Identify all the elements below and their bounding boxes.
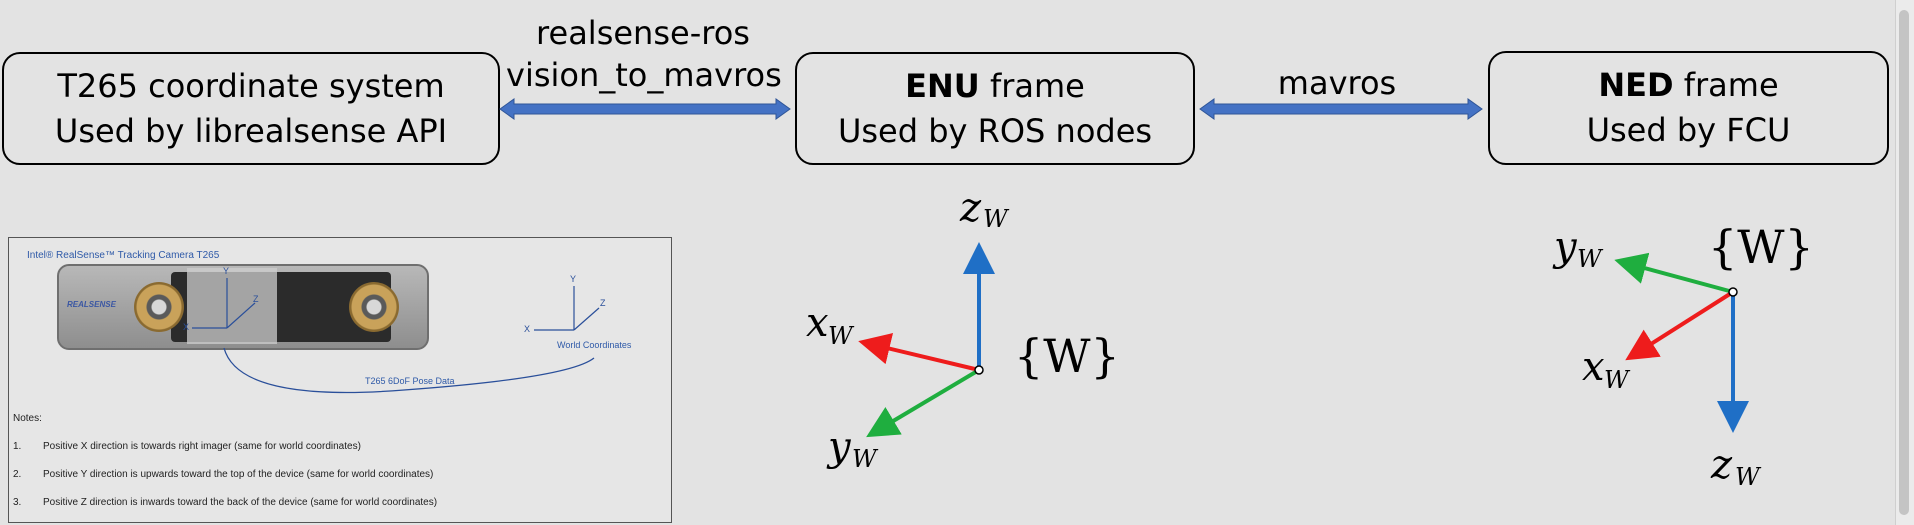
ned-x-sub: W: [1604, 366, 1631, 394]
enu-box-subtitle: Used by ROS nodes: [837, 111, 1153, 150]
world-coordinates-label: World Coordinates: [557, 340, 632, 350]
ned-origin: [1728, 287, 1738, 297]
enu-x-label: x: [806, 300, 829, 346]
pose-data-label: T265 6DoF Pose Data: [365, 376, 455, 386]
t265-box-subtitle: Used by librealsense API: [54, 111, 448, 150]
realsense-logo: REALSENSE: [67, 300, 116, 309]
note-item: 3. Positive Z direction is inwards toward…: [13, 497, 437, 508]
left-connector-line1: realsense-ros: [536, 14, 750, 52]
note-number: 3.: [13, 497, 22, 508]
reference-title: Intel® RealSense™ Tracking Camera T265: [27, 250, 220, 261]
enu-box-title-bold: ENU: [905, 66, 980, 105]
right-double-arrow: [1199, 98, 1483, 120]
note-text: Positive Z direction is inwards toward t…: [43, 497, 438, 508]
ned-box-subtitle: Used by FCU: [1586, 111, 1791, 149]
ned-y-sub: W: [1577, 245, 1604, 273]
camera-center-window: [187, 268, 277, 344]
world-x-axis-label: X: [524, 324, 531, 334]
note-item: 2. Positive Y direction is upwards toward…: [13, 469, 433, 480]
t265-frame-box: T265 coordinate system Used by librealse…: [2, 52, 500, 165]
right-connector-label: mavros: [1277, 64, 1397, 102]
camera-y-axis-label: Y: [223, 266, 230, 276]
ned-origin-label: {W}: [1708, 220, 1814, 274]
note-text: Positive Y direction is upwards toward t…: [43, 469, 434, 480]
t265-reference-image: Intel® RealSense™ Tracking Camera T265 R…: [8, 237, 672, 523]
enu-z-sub: W: [983, 205, 1010, 233]
camera-x-axis-label: X: [183, 322, 190, 332]
notes-heading: Notes:: [13, 413, 42, 424]
enu-box-title: ENU frame: [905, 64, 1085, 109]
left-double-arrow: [499, 98, 791, 120]
enu-x-sub: W: [828, 322, 855, 350]
ned-z-label: z: [1710, 442, 1733, 488]
note-number: 2.: [13, 469, 22, 480]
enu-x-axis: [858, 333, 980, 372]
ned-box-title: NED frame: [1598, 63, 1778, 108]
enu-y-label: y: [826, 424, 852, 470]
ned-frame-box: NED frame Used by FCU: [1488, 51, 1889, 165]
scrollbar-thumb[interactable]: [1899, 10, 1909, 515]
enu-axes: z W x W y W {W}: [806, 185, 1120, 473]
left-connector-label: realsense-ros vision_to_mavros: [506, 12, 782, 96]
ned-x-label: x: [1582, 344, 1605, 390]
enu-origin-label: {W}: [1014, 329, 1120, 383]
ned-box-title-rest: frame: [1673, 66, 1779, 104]
enu-origin: [974, 365, 984, 375]
world-y-axis-label: Y: [570, 274, 577, 284]
enu-frame-box: ENU frame Used by ROS nodes: [795, 52, 1195, 165]
left-lens-icon: [134, 282, 184, 332]
world-z-axis-label: Z: [600, 298, 606, 308]
note-item: 1. Positive X direction is towards right …: [13, 441, 361, 452]
ned-axes: y W x W z W {W}: [1552, 220, 1814, 491]
left-connector-line2: vision_to_mavros: [506, 56, 782, 94]
right-lens-icon: [349, 282, 399, 332]
ned-y-label: y: [1552, 224, 1578, 270]
ned-box-title-bold: NED: [1598, 66, 1674, 104]
enu-z-label: z: [959, 185, 982, 231]
t265-box-title: T265 coordinate system: [57, 66, 445, 105]
note-text: Positive X direction is towards right im…: [43, 441, 361, 452]
ned-y-axis: [1614, 252, 1734, 294]
ned-z-sub: W: [1735, 463, 1762, 491]
ned-x-axis: [1625, 290, 1735, 361]
enu-y-axis: [866, 368, 981, 438]
enu-box-title-rest: frame: [979, 66, 1085, 105]
camera-z-axis-label: Z: [253, 294, 259, 304]
enu-y-sub: W: [852, 445, 879, 473]
note-number: 1.: [13, 441, 22, 452]
reference-graphics: [192, 278, 600, 394]
